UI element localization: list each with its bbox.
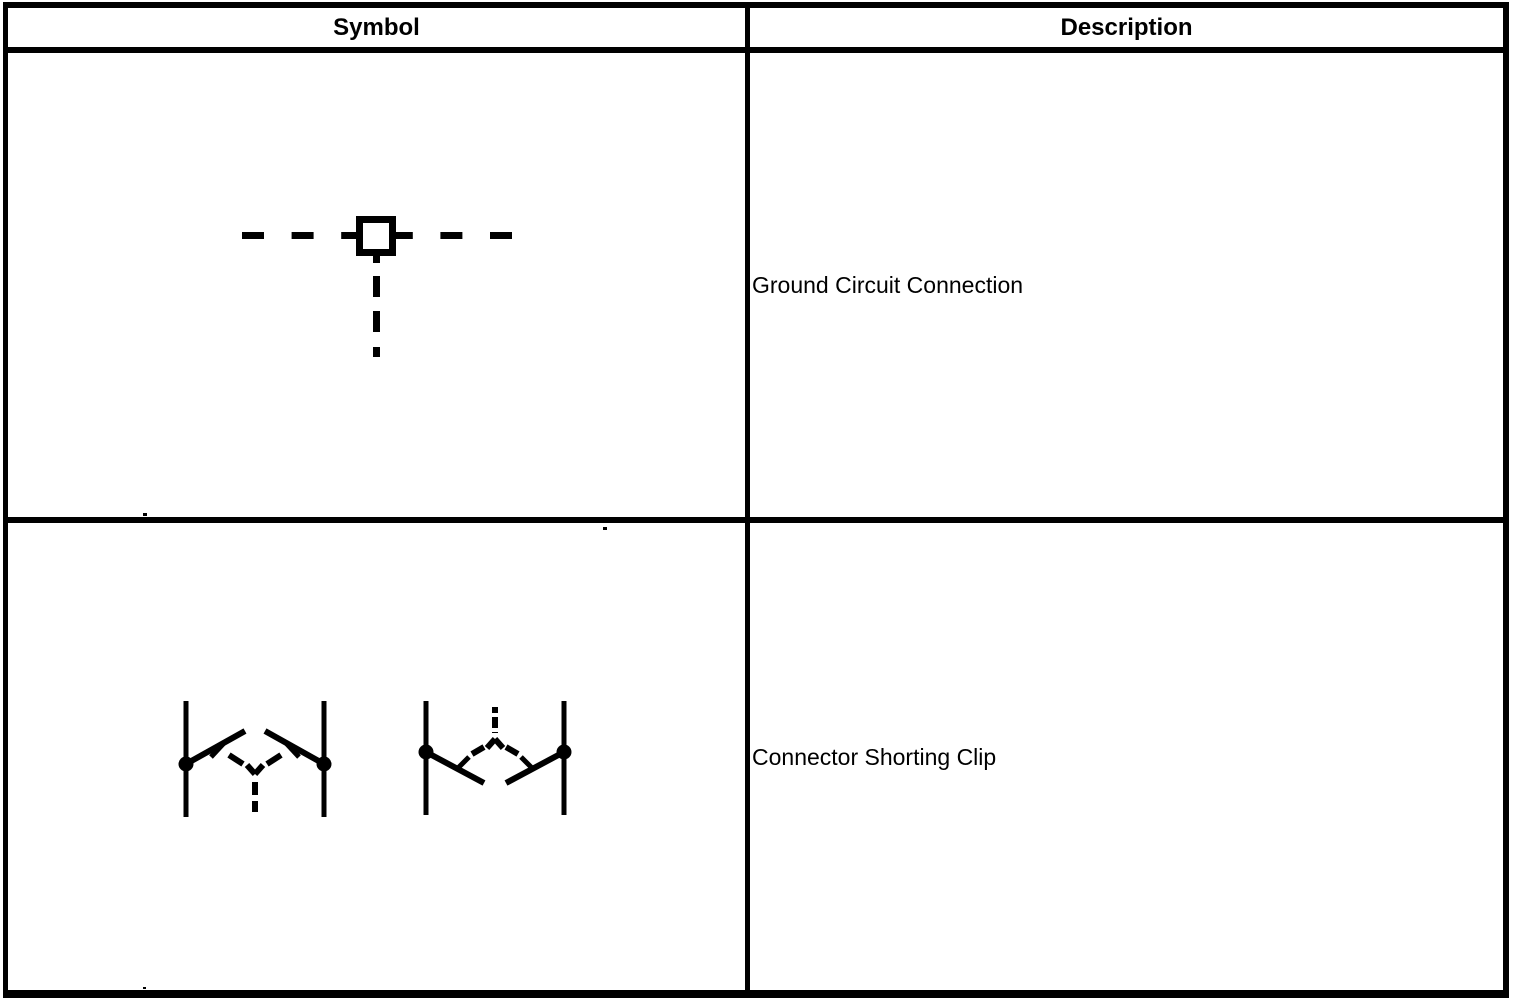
column-divider <box>745 2 750 998</box>
header-row-divider <box>3 47 1509 53</box>
description-ground-circuit-connection: Ground Circuit Connection <box>752 272 1024 298</box>
table-outer-border <box>3 2 1509 998</box>
description-connector-shorting-clip: Connector Shorting Clip <box>752 744 997 770</box>
row-divider <box>3 517 1509 523</box>
column-header-description: Description <box>1060 14 1193 41</box>
column-header-symbol: Symbol <box>333 14 420 41</box>
